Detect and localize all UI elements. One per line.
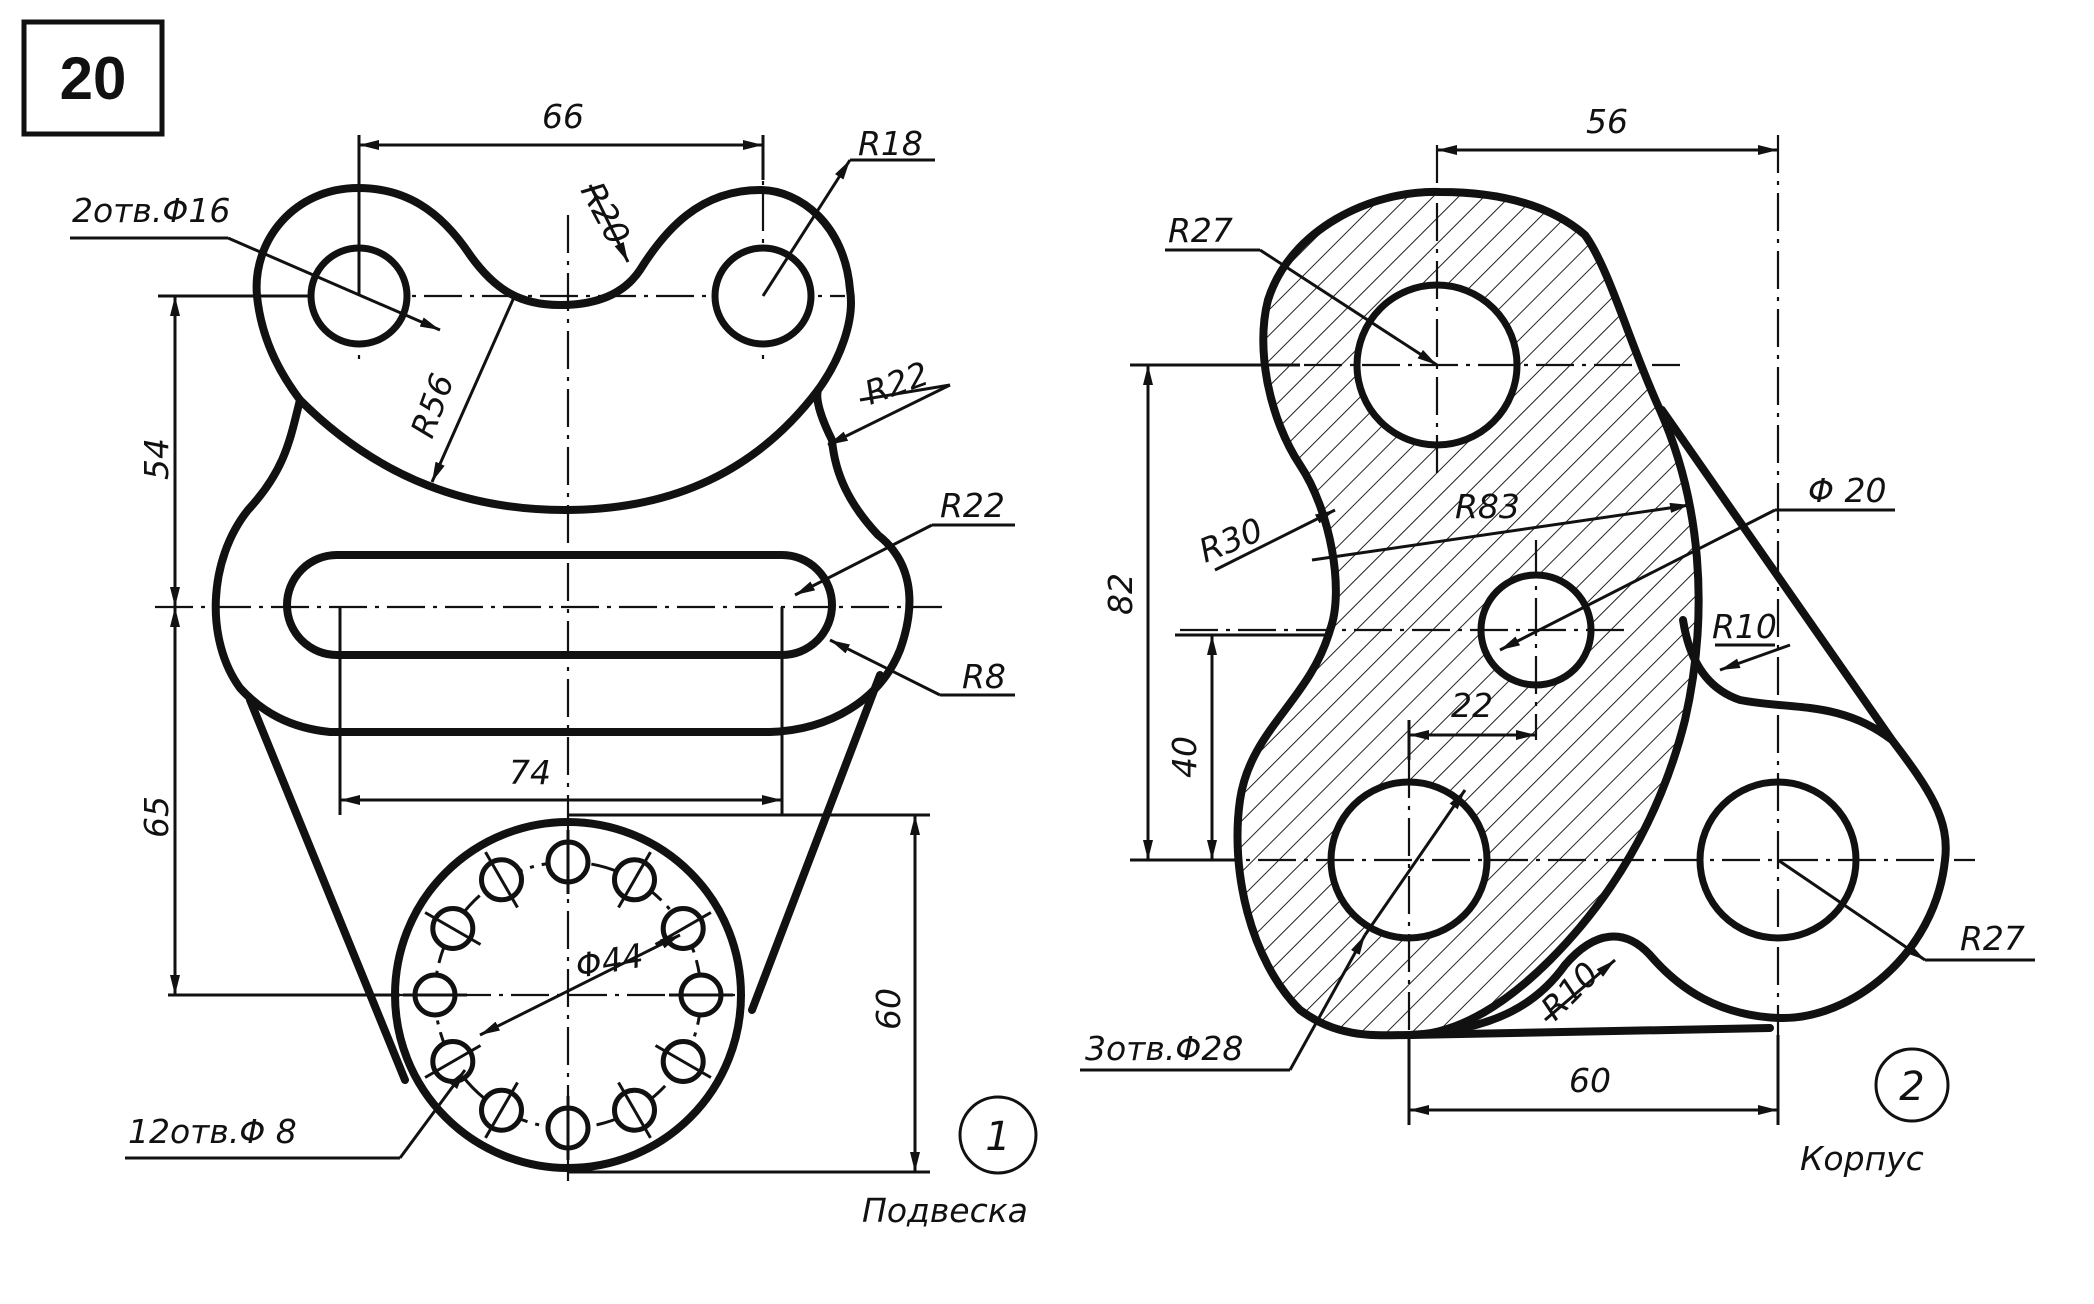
phi20-label: Φ 20	[1808, 471, 1886, 510]
r10b-leader	[1544, 958, 1616, 1022]
dim-40-label: 40	[1165, 736, 1204, 778]
part2-name: Корпус	[1800, 1139, 1924, 1178]
part2-drawing	[1130, 135, 1975, 1060]
r83-label: R83	[1455, 487, 1520, 526]
phi44-line	[479, 933, 681, 1037]
holes3-leader	[1288, 934, 1367, 1071]
r27a-leader	[1259, 248, 1438, 367]
phi20-leader	[1499, 508, 1776, 652]
r22b-label: R22	[940, 486, 1005, 525]
holes12-leader	[398, 1069, 467, 1159]
r22a-leader	[827, 383, 951, 447]
r18-label: R18	[858, 124, 923, 163]
r22a-label: R22	[859, 354, 933, 413]
dim-56-label: 56	[1586, 102, 1628, 141]
r27a-label: R27	[1168, 211, 1233, 250]
holes3-label: 3отв.Φ28	[1085, 1029, 1243, 1068]
part1-r56-arc	[296, 386, 822, 514]
part1-right-tangent	[748, 671, 884, 1014]
holes2-label: 2отв.Φ16	[72, 191, 230, 230]
bolt-hole-axis	[424, 1044, 482, 1079]
holes12-label: 12отв.Φ 8	[128, 1112, 297, 1151]
r22b-leader	[794, 523, 933, 597]
dim-74-label: 74	[509, 753, 551, 792]
phi44-label: Φ44	[573, 936, 647, 986]
r10a-leader	[1719, 643, 1791, 672]
part1-slot	[283, 551, 836, 659]
holes2-leader	[227, 236, 441, 332]
dim-60-label-part1: 60	[869, 988, 908, 1030]
dim-66-label: 66	[542, 97, 584, 136]
dim-22-label: 22	[1451, 686, 1493, 725]
part1-dimensions: 66 R18 R20 2отв.Φ16 R56 R22 R22 R8 54	[70, 97, 1038, 1230]
r20-label: R20	[573, 175, 638, 251]
bolt-hole-axis	[484, 1081, 519, 1139]
r8-label: R8	[962, 657, 1006, 696]
dim-65-label: 65	[137, 796, 176, 838]
dim-82-label: 82	[1101, 573, 1140, 615]
dim-54-label: 54	[137, 438, 176, 480]
r18-leader	[761, 159, 852, 297]
bolt-hole-axis	[424, 911, 482, 946]
sheet-number-box: 20	[21, 19, 165, 137]
r30-leader	[1214, 508, 1336, 572]
part1-name: Подвеска	[862, 1191, 1028, 1230]
r83-leader	[1311, 502, 1691, 562]
r27b-leader	[1777, 858, 1926, 962]
dim-60-label-part2: 60	[1569, 1061, 1611, 1100]
part1-number: 1	[985, 1114, 1010, 1160]
bolt-hole-axis	[484, 851, 519, 909]
r8-leader	[829, 638, 941, 697]
part2-right-lobe	[1406, 406, 1950, 1039]
bolt-hole-axis	[617, 1081, 652, 1139]
part2-number: 2	[1899, 1064, 1924, 1110]
r27b-label: R27	[1960, 919, 2025, 958]
r20-leader	[588, 184, 630, 263]
bolt-hole-axis	[654, 1044, 712, 1079]
r10a-label: R10	[1712, 607, 1777, 646]
r56-leader	[430, 294, 517, 483]
part1-drawing	[155, 135, 942, 1185]
part1-left-tangent	[246, 696, 409, 1084]
part1-outer-contour	[211, 184, 914, 736]
sheet-number: 20	[60, 45, 127, 112]
part1-bolt-holes	[403, 830, 733, 1160]
bolt-hole-axis	[617, 851, 652, 909]
